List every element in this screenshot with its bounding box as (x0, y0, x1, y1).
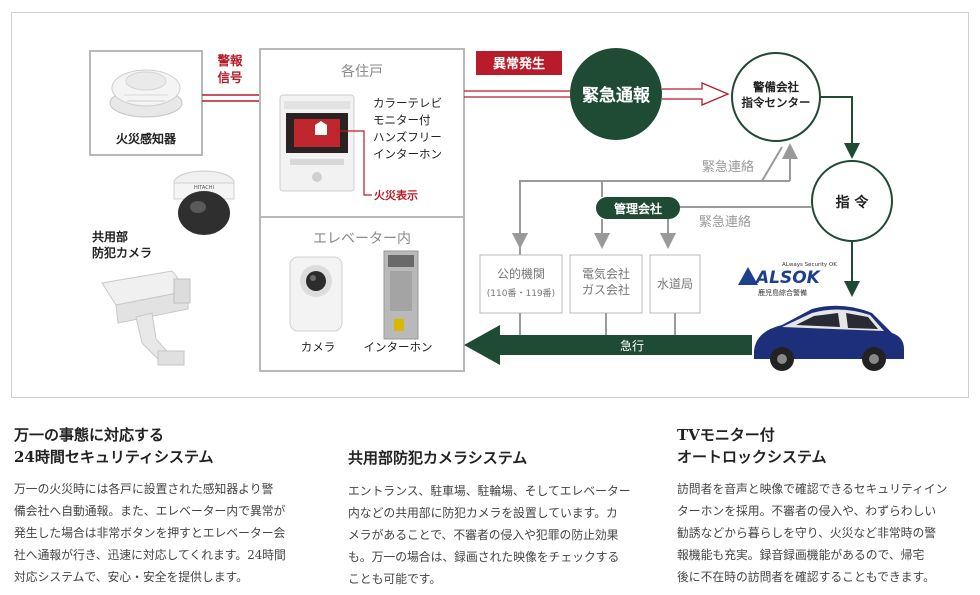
dome-camera-icon: HITACHI (173, 170, 235, 235)
alsok-tagline: ALways Security OK (782, 262, 837, 268)
alsok-logo-text: ALSOK (754, 268, 822, 288)
report-arrow-left (464, 90, 572, 98)
section-title: 共用部防犯カメラシステム (348, 449, 528, 467)
section-camera-system: 共用部防犯カメラシステム エントランス、駐車場、駐輪場、そしてエレベーター 内な… (348, 447, 650, 590)
elevator-box: エレベーター内 カメラ インターホン (259, 216, 465, 372)
svg-text:モニター付: モニター付 (373, 113, 431, 127)
center-to-command-arrow (820, 96, 860, 159)
security-center-label: 警備会社指令センター (742, 80, 811, 110)
section-autolock-system: TVモニター付 オートロックシステム 訪問者を音声と映像で確認できるセキュリティ… (677, 424, 967, 588)
intercom-monitor-icon (279, 94, 355, 192)
emergency-report-node (570, 48, 662, 140)
elevator-intercom-label: インターホン (364, 340, 433, 354)
section-body: 万一の火災時には各戸に設置された感知器より警 備会社へ自動通報。また、エレベータ… (14, 482, 286, 584)
section-body: エントランス、駐車場、駐輪場、そしてエレベーター 内などの共用部に防犯カメラを設… (348, 484, 631, 586)
emergency-contact-label-2: 緊急連絡 (699, 214, 751, 230)
emergency-contact-label-1: 緊急連絡 (702, 159, 754, 175)
alsok-logo: ALways Security OK ALSOK 鹿児島綜合警備 (738, 262, 837, 297)
report-arrow-right (662, 82, 730, 106)
svg-text:公的機関: 公的機関 (497, 266, 545, 281)
rush-label: 急行 (620, 338, 644, 353)
emergency-report-label: 緊急通報 (582, 85, 651, 106)
management-company-badge (596, 197, 680, 219)
svg-text:ハンズフリー: ハンズフリー (373, 130, 442, 144)
public-agency-box: 公的機関 (110番・119番) (479, 254, 563, 314)
alert-signal-arrow (202, 94, 260, 102)
box-camera-icon (101, 270, 191, 366)
smoke-detector-icon (109, 69, 183, 118)
residence-box: 各住戸 カラーテレビ モニター付 ハンズフリー インターホン 火災表示 (259, 48, 465, 218)
elevator-camera-label: カメラ (301, 340, 336, 354)
water-bureau-box: 水道局 (649, 254, 701, 314)
intercom-description: カラーテレビ モニター付 ハンズフリー インターホン (373, 96, 442, 161)
section-title: TVモニター付 オートロックシステム (677, 426, 827, 466)
fire-detector-label: 火災感知器 (116, 131, 177, 146)
patrol-car-icon (754, 305, 904, 371)
elevator-intercom-icon (383, 250, 419, 340)
rush-arrow (464, 313, 752, 365)
elevator-title: エレベーター内 (313, 231, 411, 247)
camera-brand-label: HITACHI (194, 185, 214, 191)
alsok-emblem-icon (738, 267, 758, 285)
section-24h-security: 万一の事態に対応する 24時間セキュリティシステム 万一の火災時には各戸に設置さ… (14, 424, 314, 588)
fire-display-pointer (336, 130, 372, 196)
system-diagram: 火災感知器 警報信号 各住戸 カラーテレビ モニター付 ハ (11, 12, 969, 398)
utility-box: 電気会社ガス会社 (569, 254, 643, 314)
section-body: 訪問者を音声と映像で確認できるセキュリティイン ターホンを採用。不審者の侵入や、… (677, 482, 948, 584)
management-company-label: 管理会社 (614, 201, 662, 216)
shared-camera-label: 共用部防犯カメラ (92, 229, 152, 260)
svg-text:インターホン: インターホン (373, 147, 442, 161)
command-label: 指 令 (836, 194, 870, 211)
svg-text:カラーテレビ: カラーテレビ (373, 96, 442, 110)
fire-detector-box: 火災感知器 (89, 50, 203, 156)
alert-signal-label: 警報信号 (216, 53, 243, 85)
svg-text:電気会社ガス会社: 電気会社ガス会社 (582, 266, 630, 297)
elevator-camera-icon (289, 256, 343, 332)
abnormal-label: 異常発生 (493, 56, 545, 72)
abnormal-badge (476, 51, 562, 75)
alsok-branch-label: 鹿児島綜合警備 (758, 288, 807, 297)
svg-text:水道局: 水道局 (657, 277, 693, 291)
residence-title: 各住戸 (341, 64, 383, 80)
svg-text:(110番・119番): (110番・119番) (487, 287, 555, 299)
fire-display-label: 火災表示 (374, 188, 418, 202)
section-title: 万一の事態に対応する 24時間セキュリティシステム (14, 426, 214, 466)
